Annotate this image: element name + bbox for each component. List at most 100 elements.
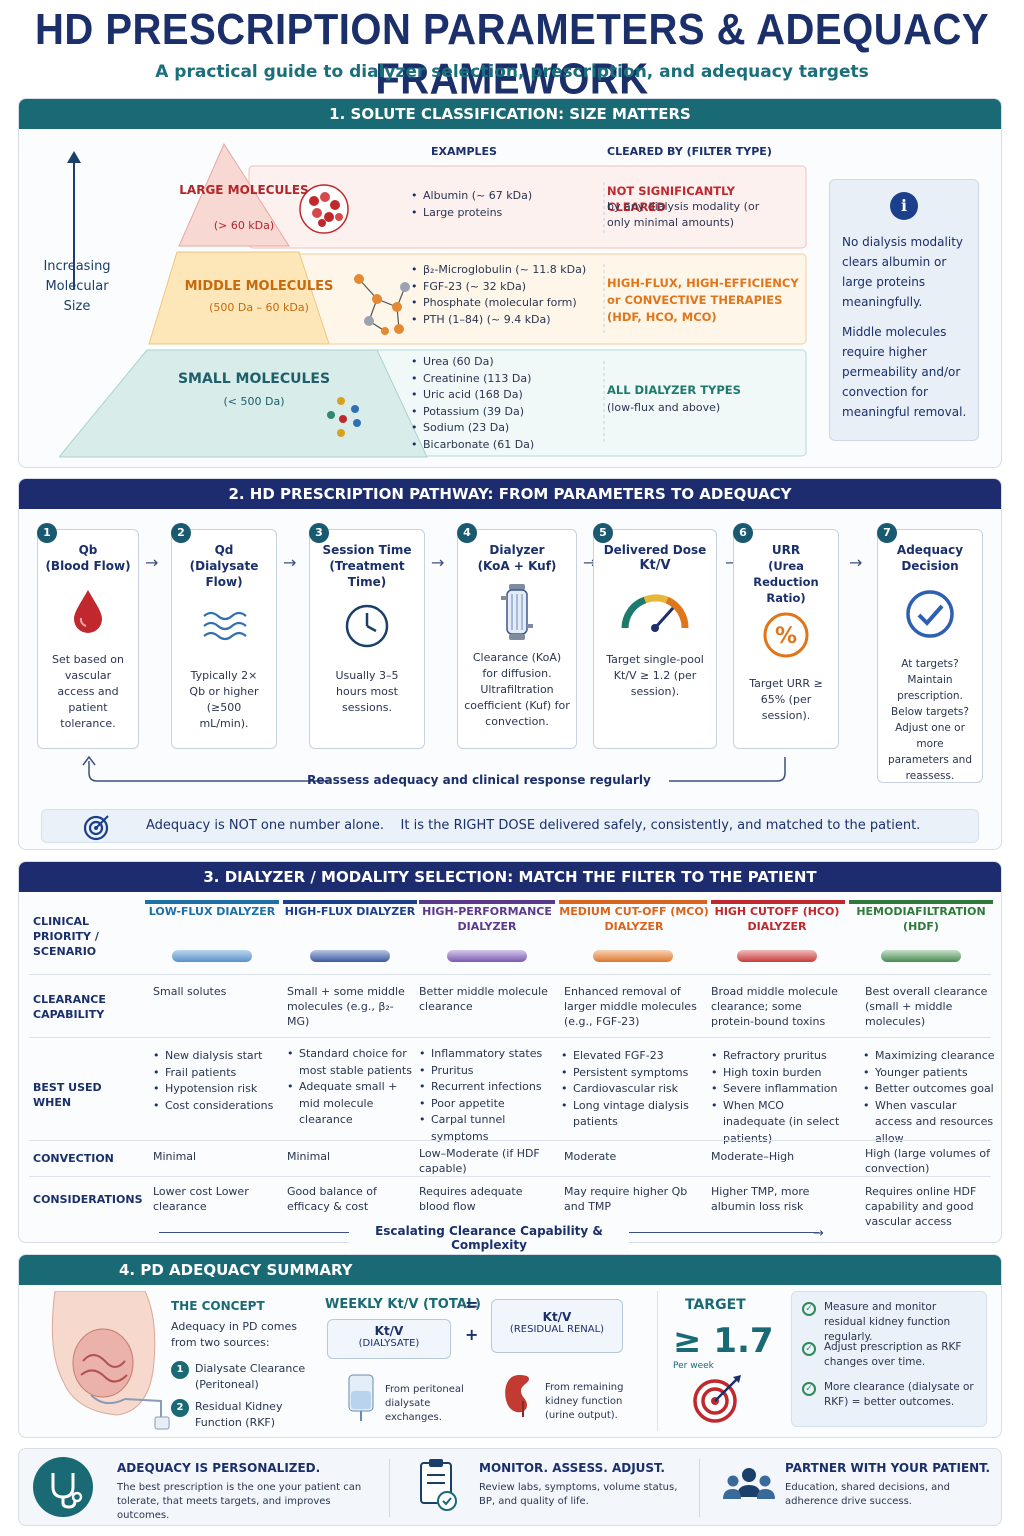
- tier-large-cleared-head: NOT SIGNIFICANTLY CLEARED: [607, 184, 735, 214]
- col-cleared-header: CLEARED BY (FILTER TYPE): [607, 145, 772, 158]
- dialysate-note: From peritoneal dialysate exchanges.: [385, 1384, 464, 1423]
- reassess-loop: [82, 755, 786, 782]
- best-list-high-flux: Standard choice for most stable patients…: [287, 1046, 413, 1129]
- table-cell: Moderate–High: [711, 1150, 795, 1163]
- size-axis-line: [73, 159, 75, 289]
- tier-small-range: (< 500 Da): [223, 395, 285, 408]
- table-cell: Requires adequate blood flow: [419, 1185, 523, 1213]
- high-performance-dialyzer-icon: [447, 950, 527, 962]
- section-prescription-pathway: 2. HD PRESCRIPTION PATHWAY: FROM PARAMET…: [18, 478, 1002, 850]
- col-accent: [419, 900, 555, 904]
- table-cell: Better middle molecule clearance: [419, 985, 548, 1013]
- tier-large-name: LARGE MOLECULES: [179, 183, 309, 197]
- divider: [657, 1291, 658, 1431]
- step-number: 6: [733, 523, 753, 543]
- step-desc: Usually 3–5 hours most sessions.: [335, 669, 399, 714]
- step-desc: Typically 2× Qb or higher (≥500 mL/min).: [189, 669, 259, 730]
- row-label-best-used: BEST USED WHEN: [33, 1081, 102, 1109]
- step-subtitle: (Treatment Time): [329, 559, 405, 589]
- footer-body: Education, shared decisions, and adheren…: [785, 1482, 950, 1507]
- section4-title: 4. PD ADEQUACY SUMMARY: [19, 1255, 1001, 1285]
- concept-heading: THE CONCEPT: [171, 1299, 265, 1313]
- high-flux-dialyzer-icon: [310, 950, 390, 962]
- col-hdf: HEMODIAFILTRATION (HDF): [856, 905, 986, 933]
- step-urr: URR (Urea Reduction Ratio) % Target URR …: [733, 529, 839, 749]
- list-item: Elevated FGF-23: [561, 1048, 705, 1065]
- list-item: Sodium (23 Da): [411, 420, 589, 437]
- source-number: 1: [171, 1361, 189, 1379]
- tier-small-name: SMALL MOLECULES: [177, 371, 331, 387]
- plus-sign: +: [465, 1325, 479, 1344]
- hco-dialyzer-icon: [737, 950, 817, 962]
- best-list-hco: Refractory pruritus High toxin burden Se…: [711, 1048, 845, 1147]
- arrow-icon: →: [145, 553, 159, 572]
- footer-heading: MONITOR. ASSESS. ADJUST.: [479, 1461, 665, 1475]
- info-box: i No dialysis modality clears albumin or…: [829, 179, 979, 441]
- footer-panel: ADEQUACY IS PERSONALIZED. The best presc…: [18, 1448, 1002, 1526]
- source-number: 2: [171, 1399, 189, 1417]
- check-item: More clearance (dialysate or RKF) = bett…: [824, 1381, 974, 1408]
- check-item: Measure and monitor residual kidney func…: [824, 1301, 951, 1343]
- page-subtitle: A practical guide to dialyzer selection,…: [155, 62, 869, 82]
- step-title: Dialyzer: [489, 543, 545, 557]
- table-cell: Moderate: [564, 1150, 617, 1163]
- list-item: When MCO inadequate (in select patients): [711, 1098, 845, 1148]
- step-adequacy-decision: Adequacy Decision At targets? Maintain p…: [877, 529, 983, 783]
- mco-dialyzer-icon: [593, 950, 673, 962]
- step-delivered-dose: Delivered Dose Kt/V Target single-pool K…: [593, 529, 717, 749]
- step-desc: Set based on vascular access and patient…: [52, 653, 124, 730]
- info-text-1: No dialysis modality clears albumin or l…: [842, 235, 964, 309]
- table-cell: Enhanced removal of larger middle molecu…: [564, 985, 697, 1028]
- stethoscope-icon: [33, 1457, 93, 1517]
- table-cell: Minimal: [287, 1150, 331, 1163]
- table-cell: Small + some middle molecules (e.g., β₂-…: [287, 985, 405, 1028]
- check-icon: ✓: [802, 1302, 816, 1316]
- step-title: Qd: [214, 543, 234, 557]
- check-icon: ✓: [802, 1382, 816, 1396]
- step-title: Qb: [78, 543, 98, 557]
- target-heading: TARGET: [685, 1297, 746, 1313]
- low-flux-dialyzer-icon: [172, 950, 252, 962]
- step-number: 4: [457, 523, 477, 543]
- section3-title: 3. DIALYZER / MODALITY SELECTION: MATCH …: [19, 862, 1001, 892]
- table-cell: Best overall clearance (small + middle m…: [865, 985, 988, 1028]
- step-title: URR: [771, 543, 801, 557]
- divider: [29, 1140, 991, 1141]
- step-desc: Target single-pool Kt/V ≥ 1.2 (per sessi…: [606, 653, 704, 698]
- list-item: Long vintage dialysis patients: [561, 1098, 705, 1131]
- table-cell: Lower cost Lower clearance: [153, 1185, 249, 1213]
- ktv-dialysate-sub: (DIALYSATE): [358, 1338, 420, 1349]
- table-cell: May require higher Qb and TMP: [564, 1185, 688, 1213]
- gauge-icon: [621, 594, 689, 632]
- list-item: Poor appetite: [419, 1096, 555, 1113]
- step-title: Adequacy: [896, 543, 964, 557]
- list-item: Urea (60 Da): [411, 354, 589, 371]
- list-item: Bicarbonate (61 Da): [411, 437, 589, 454]
- adequacy-banner: Adequacy is NOT one number alone. It is …: [41, 809, 979, 843]
- team-icon: [723, 1468, 775, 1499]
- table-cell: High (large volumes of convection): [865, 1147, 991, 1175]
- tier-large-range: (> 60 kDa): [213, 219, 275, 232]
- col-examples-header: EXAMPLES: [431, 145, 497, 158]
- clock-icon: [345, 604, 389, 648]
- step-subtitle: (Urea Reduction Ratio): [753, 559, 819, 605]
- section-solute-classification: 1. SOLUTE CLASSIFICATION: SIZE MATTERS I…: [18, 98, 1002, 468]
- bullseye-icon: [693, 1375, 741, 1423]
- col-high-flux: HIGH-FLUX DIALYZER: [284, 905, 416, 918]
- dialysate-bag-icon: [348, 1374, 374, 1421]
- peritoneum-illustration: [51, 1291, 170, 1430]
- list-item: High toxin burden: [711, 1065, 845, 1082]
- table-cell: Requires online HDF capability and good …: [865, 1185, 977, 1228]
- col-mco: MEDIUM CUT-OFF (MCO) DIALYZER: [559, 905, 709, 933]
- list-item: Refractory pruritus: [711, 1048, 845, 1065]
- table-cell: Low–Moderate (if HDF capable): [419, 1147, 540, 1175]
- escalation-arrow-icon: →: [813, 1226, 824, 1241]
- weekly-ktv-label: WEEKLY Kt/V (TOTAL): [325, 1297, 481, 1312]
- list-item: Recurrent infections: [419, 1079, 555, 1096]
- step-desc: Target URR ≥ 65% (per session).: [749, 677, 823, 722]
- tier-middle-name: MIDDLE MOLECULES: [184, 279, 334, 294]
- list-item: β₂-Microglobulin (~ 11.8 kDa): [411, 262, 591, 279]
- ktv-dialysate-box: Kt/V (DIALYSATE): [327, 1319, 451, 1359]
- list-item: Better outcomes goal: [863, 1081, 995, 1098]
- step-session-time: Session Time (Treatment Time) Usually 3–…: [309, 529, 425, 749]
